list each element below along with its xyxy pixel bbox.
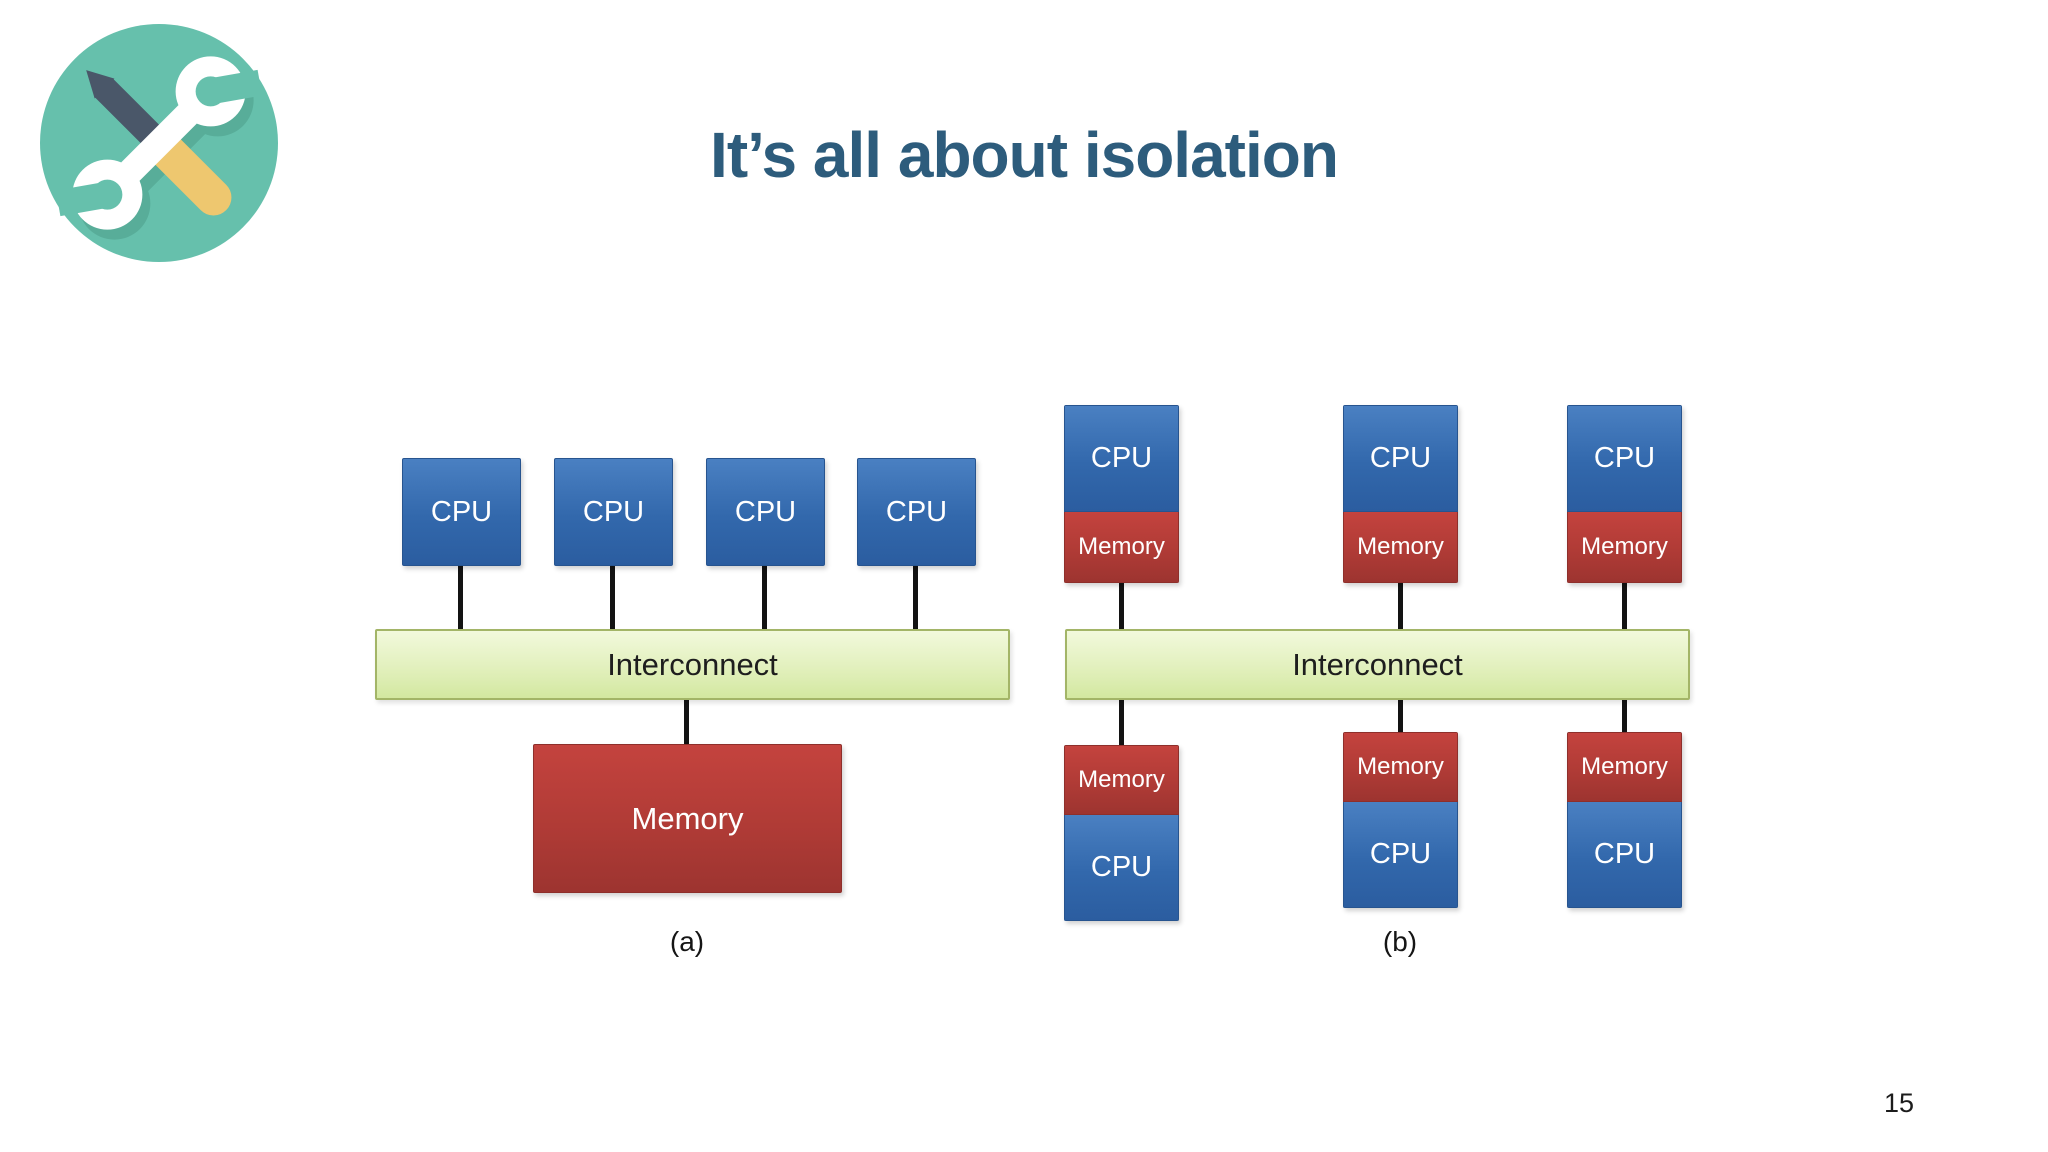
connector-line: [1398, 694, 1403, 734]
cpu-box: CPU: [1343, 405, 1458, 512]
memory-box: Memory: [1567, 732, 1682, 802]
numa-node: Memory CPU: [1343, 732, 1458, 908]
memory-box: Memory: [1064, 745, 1179, 815]
numa-node: CPU Memory: [1567, 405, 1682, 583]
connector-line: [1119, 694, 1124, 747]
memory-box: Memory: [1567, 512, 1682, 583]
numa-node: Memory CPU: [1064, 745, 1179, 921]
memory-box: Memory: [533, 744, 842, 893]
page-number: 15: [1884, 1088, 1915, 1118]
cpu-box: CPU: [857, 458, 976, 566]
cpu-box: CPU: [706, 458, 825, 566]
connector-line: [762, 560, 767, 630]
diagram-a-caption: (a): [669, 926, 705, 957]
connector-line: [1119, 578, 1124, 631]
cpu-box: CPU: [1343, 802, 1458, 908]
cpu-box: CPU: [1064, 815, 1179, 921]
interconnect-bar: Interconnect: [1065, 629, 1690, 700]
memory-box: Memory: [1064, 512, 1179, 583]
memory-box: Memory: [1343, 732, 1458, 802]
slide-title: It’s all about isolation: [710, 119, 1339, 191]
cpu-box: CPU: [554, 458, 673, 566]
connector-line: [1398, 578, 1403, 631]
connector-line: [610, 560, 615, 630]
cpu-box: CPU: [1567, 405, 1682, 512]
cpu-box: CPU: [402, 458, 521, 566]
cpu-box: CPU: [1064, 405, 1179, 512]
tools-icon: [40, 24, 278, 262]
connector-line: [458, 560, 463, 630]
diagram-b-caption: (b): [1382, 926, 1418, 957]
connector-line: [684, 694, 689, 746]
cpu-box: CPU: [1567, 802, 1682, 908]
numa-node: CPU Memory: [1064, 405, 1179, 583]
numa-node: Memory CPU: [1567, 732, 1682, 908]
interconnect-bar: Interconnect: [375, 629, 1010, 700]
connector-line: [1622, 578, 1627, 631]
connector-line: [913, 560, 918, 630]
memory-box: Memory: [1343, 512, 1458, 583]
connector-line: [1622, 694, 1627, 734]
numa-node: CPU Memory: [1343, 405, 1458, 583]
